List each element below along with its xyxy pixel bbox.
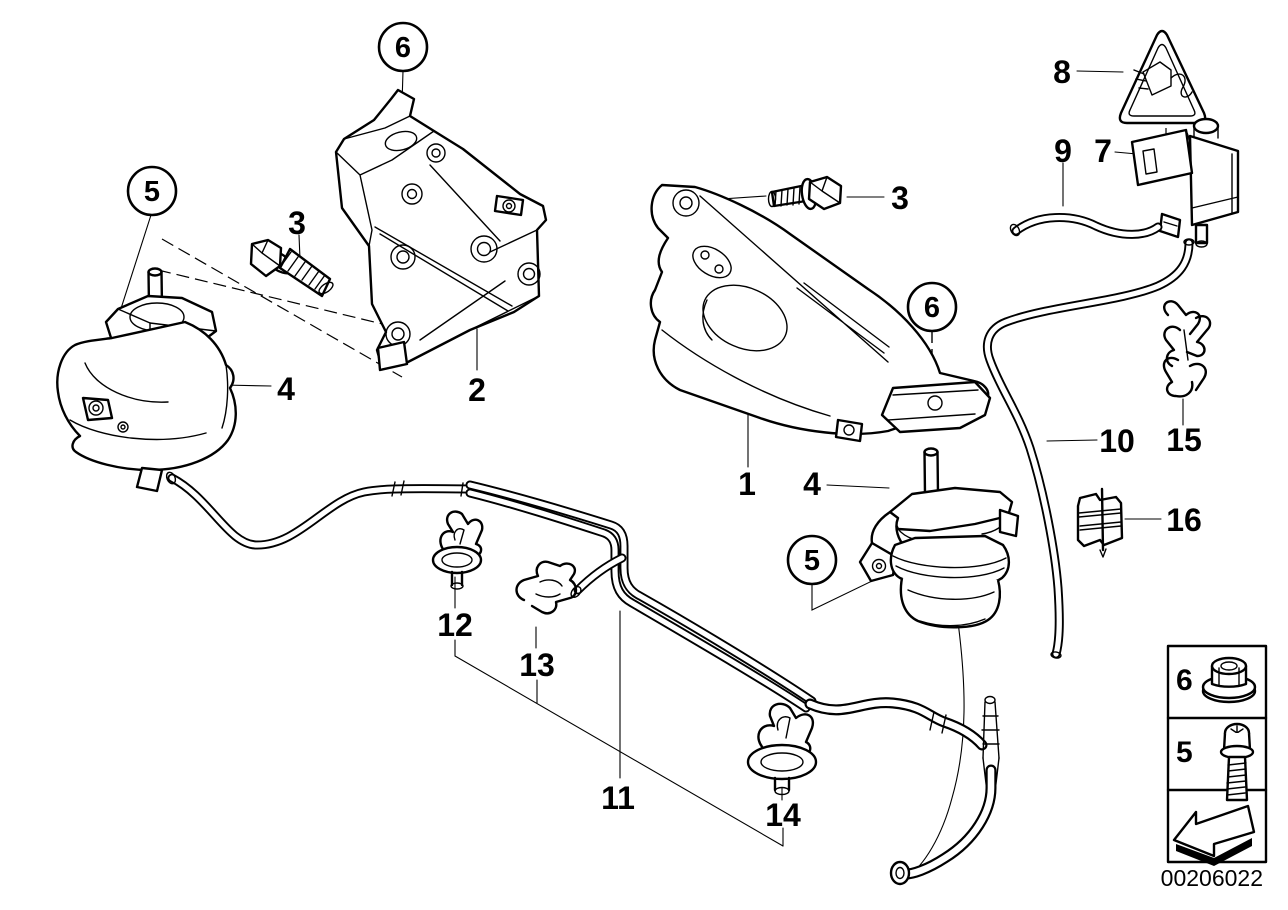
- callout-number: 8: [1053, 54, 1071, 90]
- callout-11-18[interactable]: 11: [601, 780, 635, 816]
- image-number: 00206022: [1161, 865, 1263, 891]
- callout-5-circled-1[interactable]: 5: [126, 165, 178, 217]
- callout-number: 4: [803, 466, 821, 502]
- callout-16-14[interactable]: 16: [1166, 502, 1202, 538]
- callout-2-3[interactable]: 2: [468, 372, 486, 408]
- vacuum-valve: [1130, 117, 1240, 248]
- engine-mount-left: [56, 267, 237, 493]
- callout-number: 13: [519, 647, 555, 683]
- warning-triangle: [1118, 29, 1207, 125]
- callout-number: 14: [765, 797, 801, 833]
- plug-icon: [1133, 61, 1193, 98]
- bracket-left: [334, 88, 548, 372]
- callout-6-circled-0[interactable]: 6: [377, 21, 429, 73]
- callout-10-12[interactable]: 10: [1099, 423, 1135, 459]
- callout-number: 5: [804, 545, 820, 577]
- callout-4-4[interactable]: 4: [277, 371, 295, 407]
- callout-13-17[interactable]: 13: [519, 647, 555, 683]
- direction-arrow-icon: [1172, 804, 1256, 866]
- legend: 6 5: [1166, 644, 1268, 866]
- callout-number: 5: [144, 176, 160, 208]
- vacuum-pipe-main: [165, 471, 1000, 886]
- legend-item-6-label: 6: [1176, 664, 1193, 697]
- callout-number: 16: [1166, 502, 1202, 538]
- leader-lines: [90, 70, 1184, 879]
- callout-1-7[interactable]: 1: [738, 466, 756, 502]
- bolt-left: [249, 238, 334, 298]
- callout-14-19[interactable]: 14: [765, 797, 801, 833]
- hose-short: [1009, 213, 1163, 239]
- callout-number: 15: [1166, 422, 1202, 458]
- callout-15-13[interactable]: 15: [1166, 422, 1202, 458]
- bolt-right: [767, 175, 843, 211]
- callout-12-16[interactable]: 12: [437, 607, 473, 643]
- callout-3-2[interactable]: 3: [288, 205, 306, 241]
- callout-8-9[interactable]: 8: [1053, 54, 1071, 90]
- support-arm: [649, 183, 992, 443]
- callout-number: 4: [277, 371, 295, 407]
- callout-circle: [126, 165, 178, 217]
- callout-number: 6: [395, 32, 411, 64]
- callout-7-11[interactable]: 7: [1094, 133, 1112, 169]
- callout-circle: [786, 534, 838, 586]
- clip-c: [515, 560, 578, 615]
- callout-number: 12: [437, 607, 473, 643]
- callout-number: 3: [288, 205, 306, 241]
- hose-long: [982, 238, 1195, 659]
- flange-nut-icon: [1201, 656, 1257, 704]
- callout-number: 1: [738, 466, 756, 502]
- callout-circle: [377, 21, 429, 73]
- callout-number: 11: [601, 780, 635, 816]
- callout-6-circled-6[interactable]: 6: [906, 281, 958, 333]
- callout-3-5[interactable]: 3: [891, 180, 909, 216]
- engine-mount-right: [858, 447, 1020, 629]
- callout-number: 2: [468, 372, 486, 408]
- callout-number: 6: [924, 292, 940, 324]
- callout-number: 10: [1099, 423, 1135, 459]
- callout-number: 3: [891, 180, 909, 216]
- clip-block: [1076, 487, 1124, 558]
- clip-grommet-right: [746, 702, 818, 796]
- callout-5-circled-15[interactable]: 5: [786, 534, 838, 586]
- callout-number: 9: [1054, 133, 1072, 169]
- flange-bolt-icon: [1219, 722, 1255, 802]
- callout-number: 7: [1094, 133, 1112, 169]
- callout-circle: [906, 281, 958, 333]
- clip-double: [1162, 300, 1212, 398]
- callout-4-8[interactable]: 4: [803, 466, 821, 502]
- clip-grommet-left: [431, 510, 484, 590]
- legend-item-5-label: 5: [1176, 736, 1193, 769]
- callout-9-10[interactable]: 9: [1054, 133, 1072, 169]
